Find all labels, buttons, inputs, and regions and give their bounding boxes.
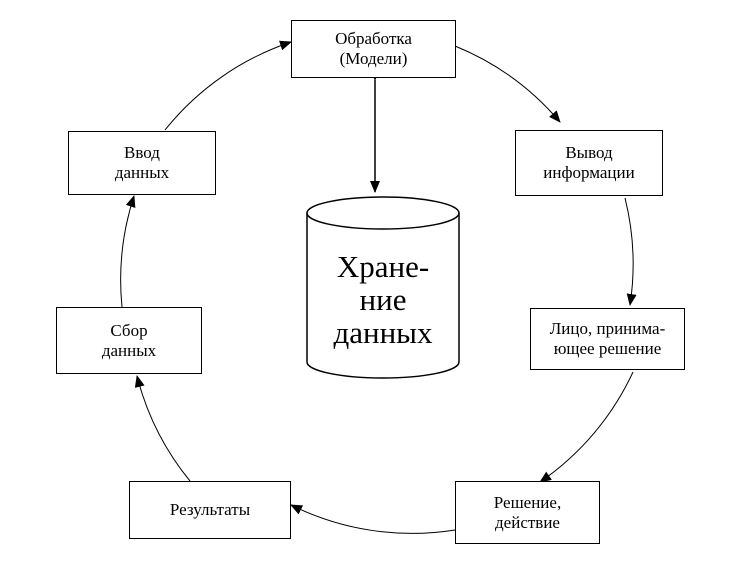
node-processing-line1: Обработка — [335, 29, 412, 48]
node-input-line1: Ввод — [124, 143, 160, 162]
node-decision: Решение, действие — [455, 481, 600, 544]
node-output-line2: информации — [543, 163, 635, 182]
node-results: Результаты — [129, 481, 291, 539]
node-output-line1: Вывод — [565, 143, 613, 162]
node-results-line1: Результаты — [169, 500, 251, 519]
node-processing-line2: (Модели) — [339, 49, 408, 68]
node-input: Ввод данных — [68, 131, 216, 195]
arrow-processing-to-output — [454, 45, 561, 123]
node-decision-line2: действие — [495, 512, 560, 532]
arrow-output-to-decision-maker — [624, 197, 637, 306]
storage-label-line3: данных — [333, 315, 433, 350]
node-input-line2: данных — [114, 163, 170, 182]
arrow-decision-maker-to-decision — [539, 371, 634, 483]
storage-label-line2: ние — [359, 282, 407, 317]
node-collection-line1: Сбор — [110, 320, 148, 340]
node-decision-maker-line2: ющее решение — [553, 339, 662, 358]
node-decision-maker: Лицо, принима- ющее решение — [530, 308, 685, 370]
node-processing: Обработка (Модели) — [291, 20, 456, 78]
node-decision-maker-line1: Лицо, принима- — [549, 319, 666, 338]
node-collection-line2: данных — [101, 340, 157, 360]
storage-label-line1: Хране- — [336, 249, 430, 284]
storage-cylinder — [306, 196, 460, 379]
node-collection: Сбор данных — [56, 307, 202, 374]
arrow-collection-to-input — [120, 195, 136, 308]
arrow-decision-to-results — [290, 504, 456, 534]
node-output: Вывод информации — [515, 130, 663, 196]
arrow-results-to-collection — [134, 375, 191, 482]
node-decision-line1: Решение, — [493, 492, 562, 512]
storage-label: Хране- ние данных — [306, 250, 460, 349]
arrow-input-to-processing — [164, 40, 292, 131]
